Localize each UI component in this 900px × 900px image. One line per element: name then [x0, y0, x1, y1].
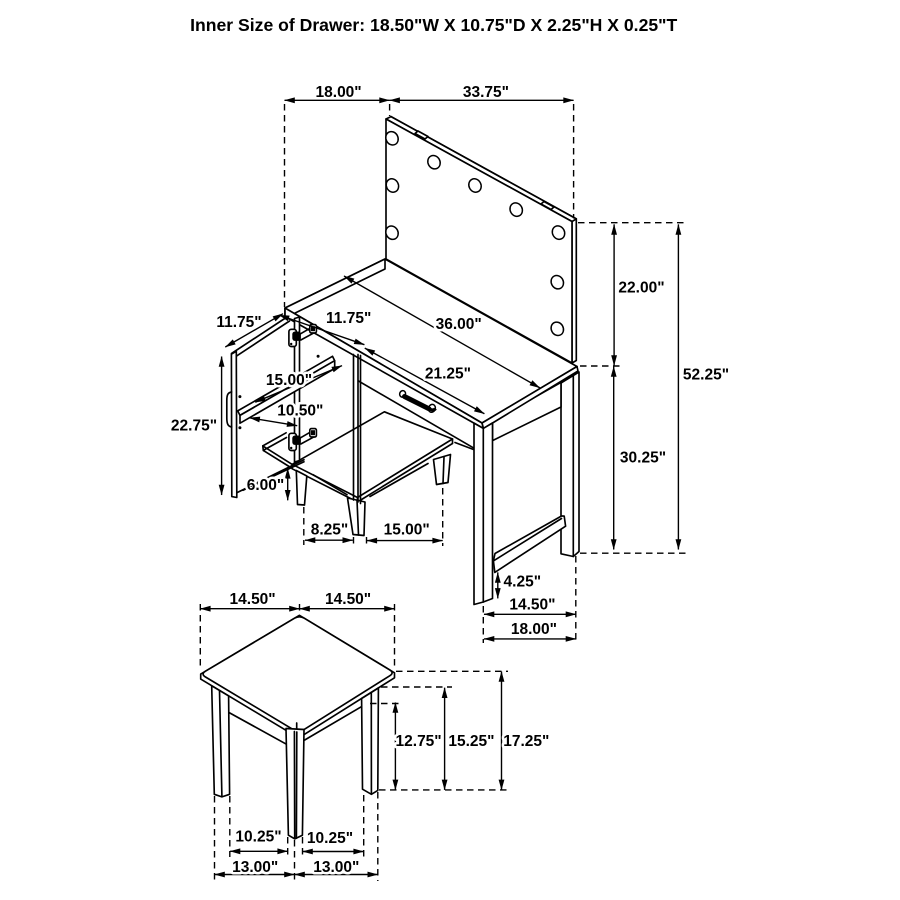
svg-text:8.25": 8.25": [311, 522, 349, 539]
svg-text:18.00": 18.00": [511, 621, 557, 638]
svg-text:Inner Size of Drawer: 18.50"W: Inner Size of Drawer: 18.50"W X 10.75"D …: [190, 15, 677, 35]
svg-text:14.50": 14.50": [509, 597, 555, 614]
svg-text:13.00": 13.00": [232, 859, 278, 876]
svg-text:15.25": 15.25": [448, 733, 494, 750]
svg-text:11.75": 11.75": [216, 314, 261, 331]
svg-text:36.00": 36.00": [436, 316, 482, 333]
svg-text:22.75": 22.75": [171, 418, 217, 435]
svg-text:14.50": 14.50": [230, 591, 276, 608]
svg-text:6.00": 6.00": [247, 477, 285, 494]
svg-text:4.25": 4.25": [504, 574, 542, 591]
svg-text:11.75": 11.75": [326, 310, 371, 327]
svg-text:22.00": 22.00": [618, 280, 664, 297]
svg-text:14.50": 14.50": [325, 591, 371, 608]
svg-text:52.25": 52.25": [683, 367, 729, 384]
svg-text:10.25": 10.25": [235, 828, 281, 845]
svg-text:21.25": 21.25": [425, 366, 471, 383]
svg-text:13.00": 13.00": [313, 859, 359, 876]
svg-text:15.00": 15.00": [384, 522, 430, 539]
svg-text:10.25": 10.25": [307, 830, 353, 847]
svg-text:33.75": 33.75": [463, 84, 509, 101]
svg-text:18.00": 18.00": [316, 84, 362, 101]
svg-text:30.25": 30.25": [620, 450, 666, 467]
svg-text:17.25": 17.25": [503, 733, 549, 750]
svg-text:12.75": 12.75": [396, 733, 442, 750]
svg-text:15.00": 15.00": [266, 372, 312, 389]
svg-text:10.50": 10.50": [277, 403, 323, 420]
